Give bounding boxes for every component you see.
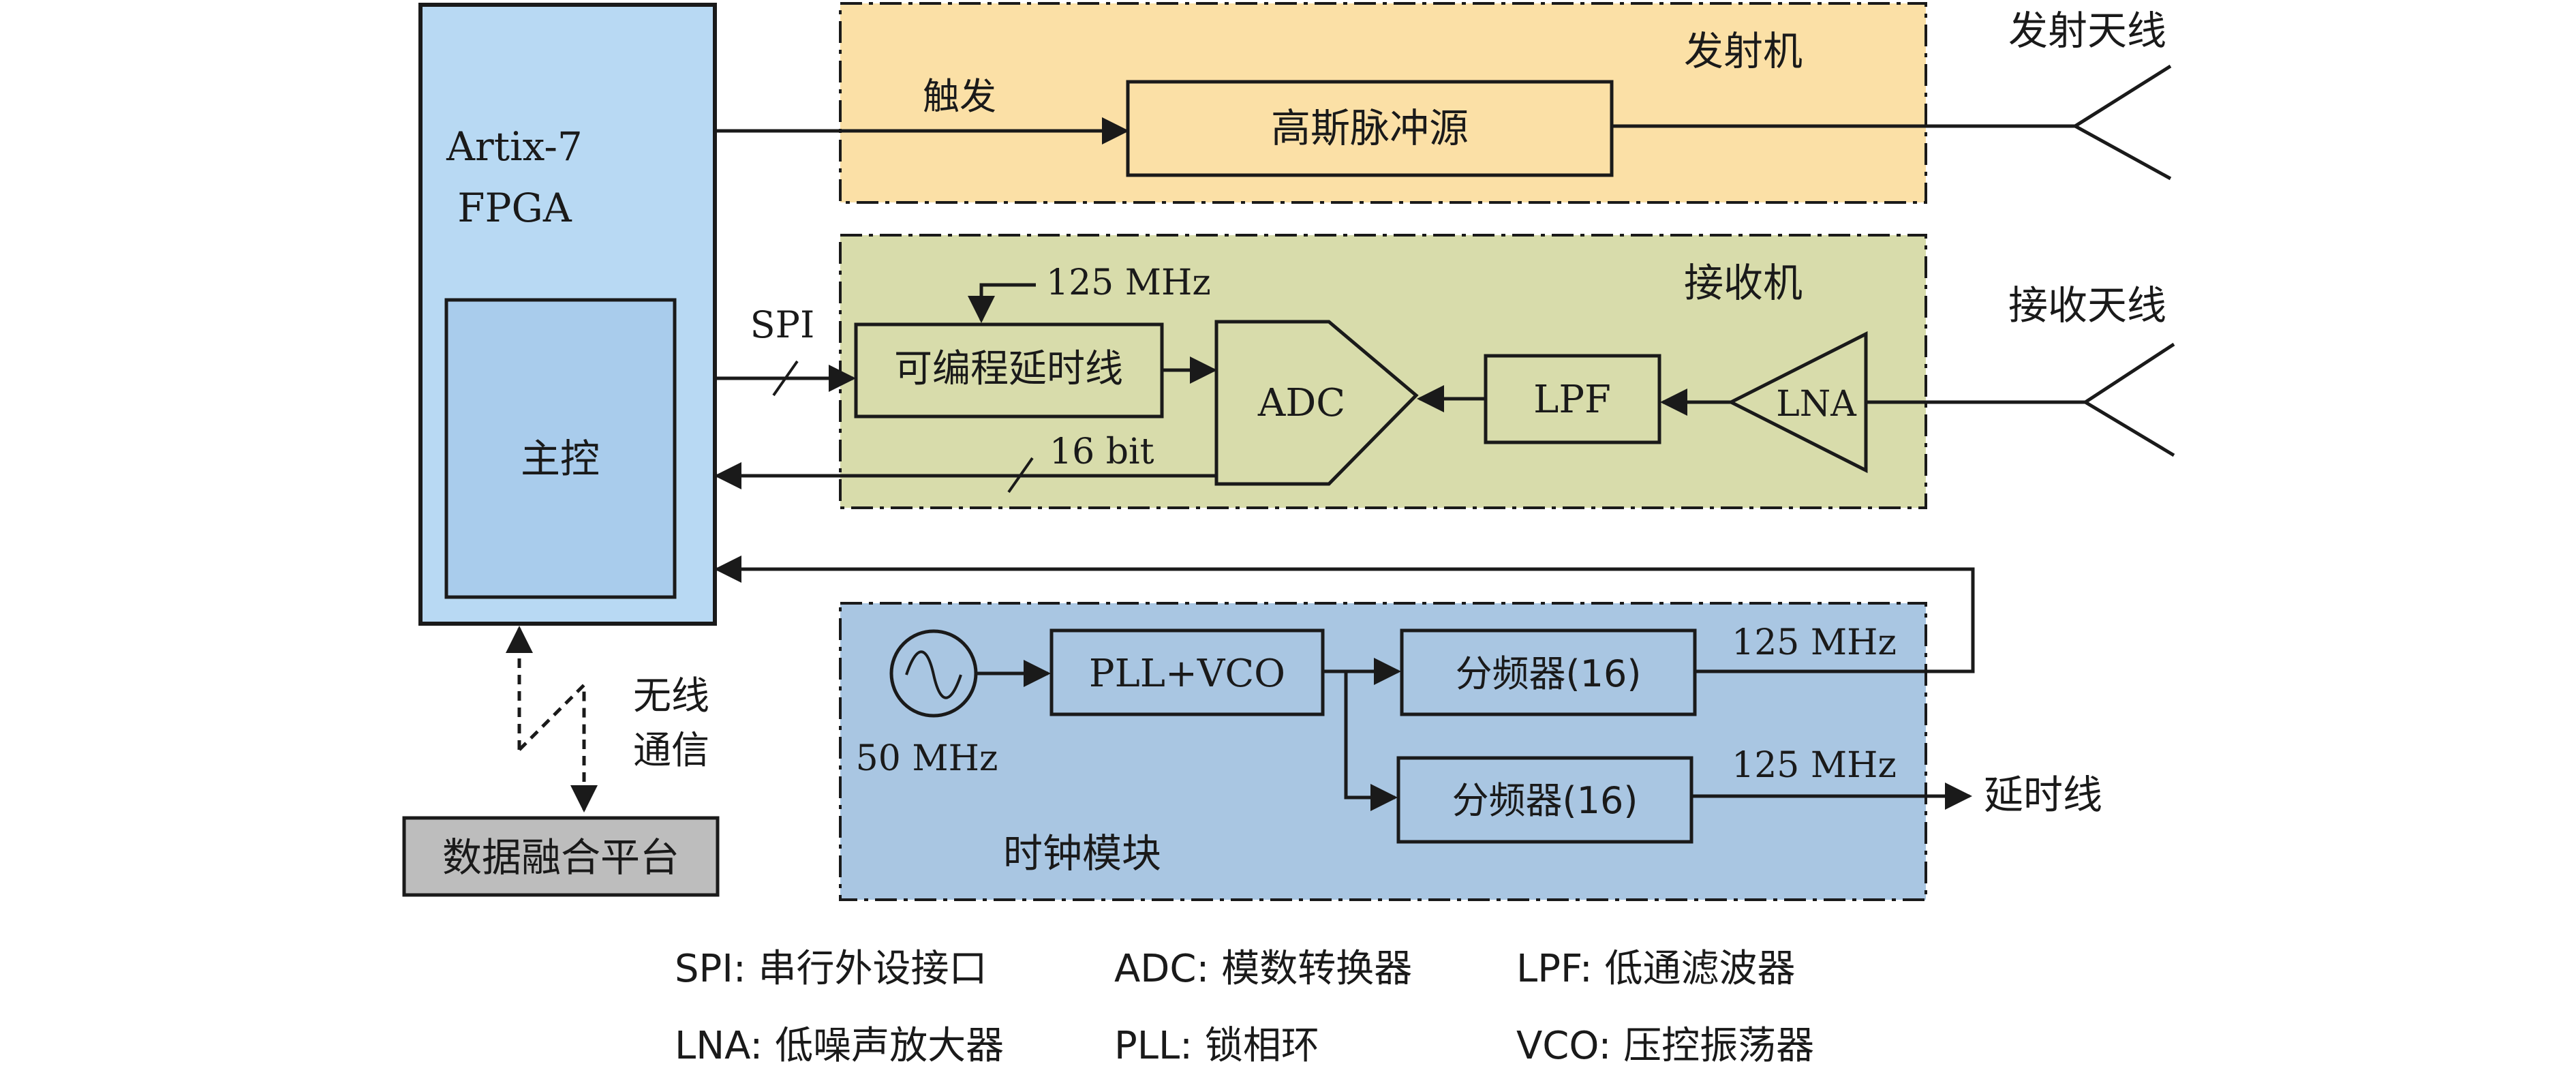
fpga-title-line2: FPGA <box>457 185 572 231</box>
transmitter-region-label: 发射机 <box>1684 28 1803 74</box>
lpf-block <box>1484 354 1661 444</box>
pulse-source-block <box>1126 80 1614 177</box>
out2-dest-label: 延时线 <box>1984 772 2102 818</box>
lpf-label: LPF <box>1533 378 1611 422</box>
legend-item: ADC: 模数转换器 <box>1114 947 1412 991</box>
divider2-block <box>1396 756 1693 844</box>
div1-to-fpga-arrow <box>714 556 1975 673</box>
data-fusion-platform-label: 数据融合平台 <box>442 834 679 881</box>
data-fusion-platform-block <box>402 816 720 897</box>
out1-freq-label: 125 MHz <box>1732 622 1897 663</box>
legend-item: PLL: 锁相环 <box>1114 1024 1319 1068</box>
divider1-block <box>1400 628 1697 716</box>
pll-vco-block <box>1049 628 1325 716</box>
wireless-zigzag <box>518 680 586 751</box>
spi-bus-slash <box>772 360 799 397</box>
legend-item: VCO: 压控振荡器 <box>1516 1024 1814 1068</box>
clock-region <box>839 602 1927 901</box>
adc-block <box>1214 320 1419 486</box>
pulse-source-label: 高斯脉冲源 <box>1271 105 1469 151</box>
clock-region-label: 时钟模块 <box>1003 830 1161 877</box>
bus-width-slash <box>1007 457 1034 493</box>
lna-label: LNA <box>1776 384 1857 425</box>
osc-freq-label: 50 MHz <box>856 738 998 779</box>
wireless-label-line1: 无线 <box>633 674 709 718</box>
trigger-label: 触发 <box>923 75 996 118</box>
legend-item: SPI: 串行外设接口 <box>675 947 987 991</box>
out2-freq-label: 125 MHz <box>1732 745 1897 786</box>
clock-in-arrow <box>968 283 1036 323</box>
delay-line-label: 可编程延时线 <box>894 347 1123 391</box>
legend-item: LPF: 低通滤波器 <box>1516 947 1796 991</box>
receiver-region-label: 接收机 <box>1684 260 1803 306</box>
legend-item: LNA: 低噪声放大器 <box>675 1024 1004 1068</box>
divider2-label: 分频器(16) <box>1452 779 1638 822</box>
wireless-label-line2: 通信 <box>633 729 709 773</box>
fpga-title-line1: Artix-7 <box>446 123 583 170</box>
divider1-label: 分频器(16) <box>1456 652 1642 695</box>
rx-antenna-icon <box>2082 342 2175 457</box>
tx-antenna-label: 发射天线 <box>2008 7 2166 54</box>
rx-antenna-label: 接收天线 <box>2008 282 2166 329</box>
pll-to-div2-arrow <box>1344 671 1398 811</box>
delay-line-block <box>854 322 1164 419</box>
controller-block <box>444 298 677 599</box>
sine-wave-icon <box>905 650 962 699</box>
pll-vco-label: PLL+VCO <box>1089 652 1285 696</box>
clock-in-label: 125 MHz <box>1046 262 1211 303</box>
adc-label: ADC <box>1257 381 1345 425</box>
tx-antenna-icon <box>2072 64 2172 181</box>
spi-label: SPI <box>750 303 815 346</box>
bus-width-label: 16 bit <box>1049 431 1154 472</box>
controller-label: 主控 <box>521 436 600 482</box>
